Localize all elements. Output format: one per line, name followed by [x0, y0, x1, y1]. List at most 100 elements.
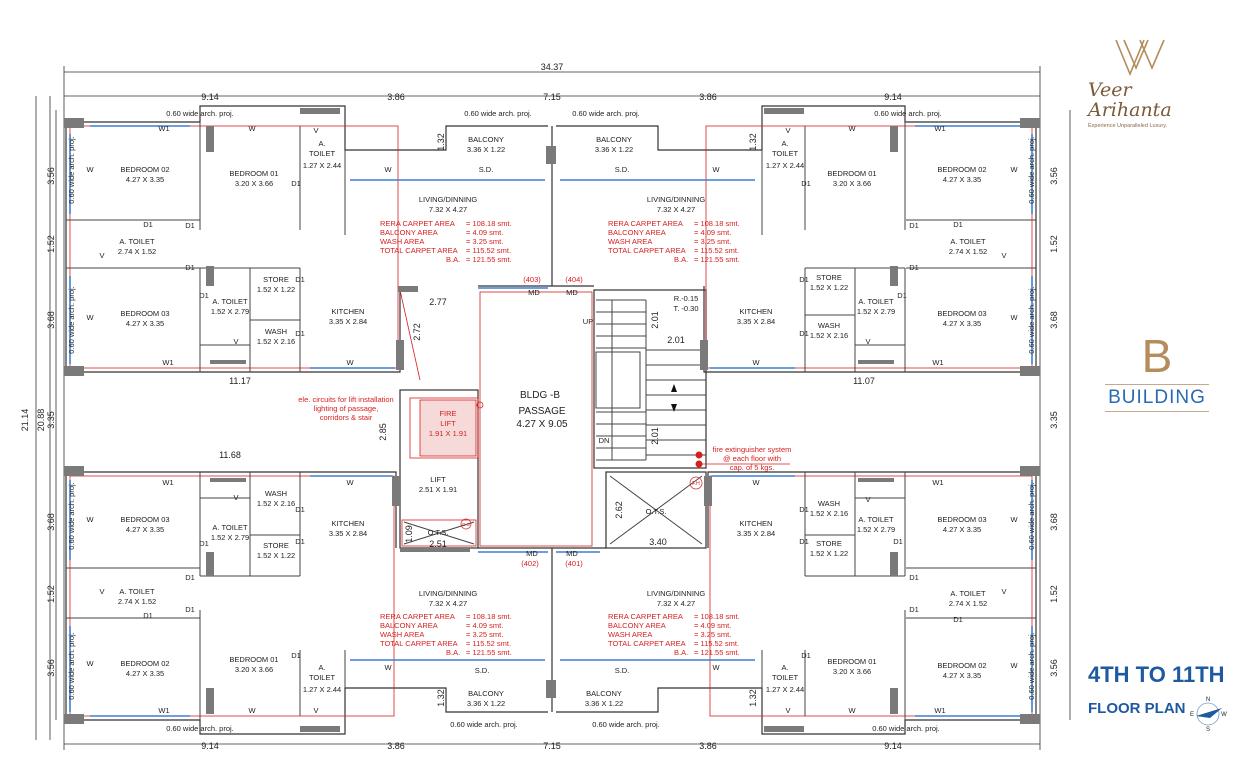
area-value: = 121.55 smt. — [694, 255, 740, 264]
window: W1 — [932, 358, 943, 367]
side-dim-f-left: 1.52 — [46, 585, 56, 603]
door: D1 — [799, 505, 809, 514]
top-dim-left: 9.14 — [201, 92, 219, 102]
area-value: = 3.25 smt. — [694, 630, 731, 639]
room-size: 7.32 X 4.27 — [429, 599, 467, 608]
door: D1 — [799, 537, 809, 546]
stair-dim: 2.01 — [667, 335, 685, 345]
room-size: 1.27 X 2.44 — [766, 685, 804, 694]
ots-label: O.T.S. — [646, 507, 667, 516]
room-name: WASH — [818, 499, 840, 508]
room-size: 4.27 X 3.35 — [126, 175, 164, 184]
door: D1 — [909, 221, 919, 230]
brand-logo-icon — [1115, 39, 1165, 77]
room-size: 1.52 X 2.79 — [211, 533, 249, 542]
room-name: BEDROOM 01 — [229, 655, 278, 664]
stair-up: UP — [583, 317, 593, 326]
room-size: 1.52 X 1.22 — [257, 285, 295, 294]
main-door: MD — [566, 549, 578, 558]
balcony-dim: 1.32 — [436, 689, 446, 707]
area-value: = 4.09 smt. — [466, 621, 503, 630]
area-label: BALCONY AREA — [608, 228, 666, 237]
door: D1 — [185, 221, 195, 230]
door: D1 — [909, 263, 919, 272]
room-name: LIVING/DINNING — [419, 195, 478, 204]
window: W1 — [158, 706, 169, 715]
side-dim-c-left: 3.68 — [46, 311, 56, 329]
room-name: A. TOILET — [950, 237, 986, 246]
room-name: BEDROOM 01 — [229, 169, 278, 178]
room-name: A. TOILET — [212, 297, 248, 306]
fire-extinguisher-icon — [695, 451, 703, 459]
side-dim-a-left: 3.56 — [46, 167, 56, 185]
bottom-dim-center: 7.15 — [543, 741, 561, 751]
arch-proj-bottom-right: 0.60 wide arch. proj. — [872, 724, 940, 733]
room-size: 1.27 X 2.44 — [766, 161, 804, 170]
door: D1 — [801, 651, 811, 660]
area-value: = 115.52 smt. — [694, 246, 739, 255]
fire-hydrant-label: F.H — [692, 481, 700, 487]
area-statement-404: RERA CARPET AREA = 108.18 smt. BALCONY A… — [608, 219, 740, 264]
window: W1 — [158, 124, 169, 133]
room-size: 3.20 X 3.66 — [235, 179, 273, 188]
main-door: MD — [526, 549, 538, 558]
door: D1 — [143, 220, 153, 229]
window: W — [86, 313, 94, 322]
door: D1 — [801, 179, 811, 188]
room-name: BEDROOM 02 — [120, 165, 169, 174]
room-size: 3.36 X 1.22 — [467, 145, 505, 154]
door: D1 — [199, 539, 209, 548]
door: D1 — [909, 573, 919, 582]
room-name: KITCHEN — [740, 519, 773, 528]
stair-dim: 2.01 — [650, 311, 660, 329]
arch-proj-top-center-left: 0.60 wide arch. proj. — [464, 109, 532, 118]
fire-lift-size: 1.91 X 1.91 — [429, 429, 467, 438]
room-name: WASH — [818, 321, 840, 330]
room-size: 3.35 X 2.84 — [329, 529, 367, 538]
area-label: TOTAL CARPET AREA — [380, 639, 458, 648]
area-value: = 4.09 smt. — [694, 228, 731, 237]
area-label: B.A. — [674, 648, 688, 657]
brand-name-line1: Veer — [1088, 79, 1132, 101]
room-size: 2.74 X 1.52 — [118, 247, 156, 256]
room-name: STORE — [263, 275, 289, 284]
ventilator: V — [313, 126, 318, 135]
room-size: 4.27 X 3.35 — [126, 669, 164, 678]
building-label: BUILDING — [1105, 384, 1209, 412]
area-statement-402: RERA CARPET AREA = 108.18 smt. BALCONY A… — [380, 612, 512, 657]
ventilator: V — [99, 587, 104, 596]
window: W1 — [932, 478, 943, 487]
building-tag: BLDG -B — [520, 390, 560, 401]
floor-range-title: 4TH TO 11TH — [1088, 662, 1225, 687]
fire-note: @ each floor with — [723, 454, 781, 463]
room-size: 1.52 X 2.79 — [857, 307, 895, 316]
side-dim-c-right: 3.68 — [1049, 311, 1059, 329]
gas-supply-label: G.S — [462, 522, 470, 527]
window: W — [1010, 313, 1018, 322]
flat-403: BEDROOM 02 4.27 X 3.35 BEDROOM 01 3.20 X… — [86, 124, 541, 386]
compass-w: W — [1221, 712, 1227, 718]
floor-range: 4TH TO 11TH FLOOR PLAN — [1088, 662, 1238, 717]
area-label: RERA CARPET AREA — [608, 612, 683, 621]
room-name: BEDROOM 02 — [937, 661, 986, 670]
side-dim-b-left: 1.52 — [46, 235, 56, 253]
room-size: 1.27 X 2.44 — [303, 161, 341, 170]
room-size: 4.27 X 3.35 — [943, 319, 981, 328]
area-label: WASH AREA — [380, 630, 424, 639]
room-size: 1.27 X 2.44 — [303, 685, 341, 694]
room-size: 3.20 X 3.66 — [833, 179, 871, 188]
room-name: BALCONY — [596, 135, 632, 144]
room-name: WASH — [265, 489, 287, 498]
main-door: MD — [566, 288, 578, 297]
room-name: BALCONY — [586, 689, 622, 698]
arch-proj-left-3: 0.60 wide arch. proj. — [67, 482, 76, 550]
compass-e: E — [1190, 712, 1194, 718]
fire-extinguisher-icon — [695, 460, 703, 468]
dim-bottom-left-wing: 11.68 — [219, 450, 241, 460]
door: D1 — [185, 263, 195, 272]
passage-height-dim: 2.72 — [412, 323, 422, 341]
area-label: BALCONY AREA — [608, 621, 666, 630]
door: D1 — [953, 220, 963, 229]
electrical-note: lighting of passage, — [314, 404, 379, 413]
fire-note: cap. of 5 kgs. — [730, 463, 775, 472]
